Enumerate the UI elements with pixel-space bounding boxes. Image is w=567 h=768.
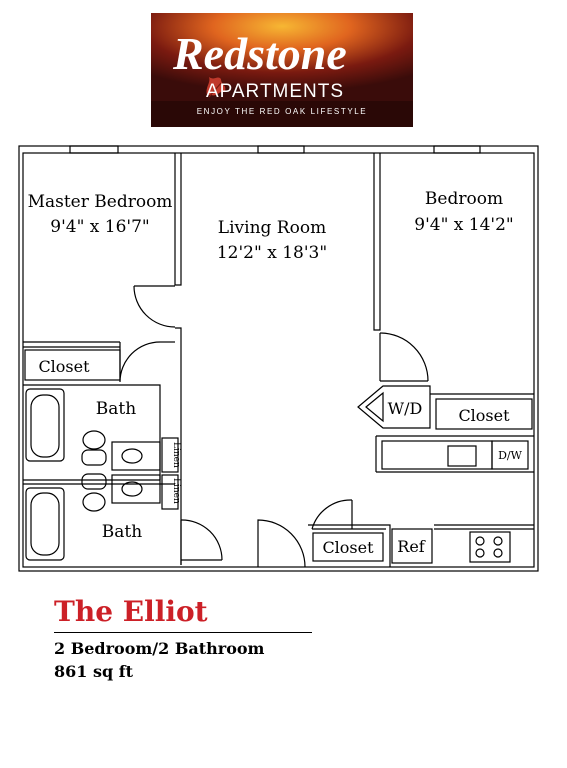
window-bedroom — [433, 145, 481, 154]
sink-top — [111, 441, 161, 471]
toilet-bottom — [82, 492, 106, 512]
logo-brand-text: Redstone — [172, 28, 347, 79]
door-entry-closet — [311, 499, 353, 530]
logo-sunset-glow — [151, 13, 413, 101]
door-bedroom — [379, 332, 429, 382]
redstone-logo: Redstone APARTMENTS ENJOY THE RED OAK LI… — [151, 13, 413, 127]
wall-bath-top — [23, 384, 161, 480]
closet-entry-label: Closet — [322, 538, 374, 557]
closet-entry — [312, 532, 384, 562]
living-room-size: 12'2" x 18'3" — [217, 243, 327, 263]
dishwasher-label: D/W — [498, 449, 523, 462]
kitchen-sink — [447, 445, 477, 467]
wall-bath-divider — [23, 479, 175, 485]
floor-plan-title: The Elliot — [54, 595, 208, 628]
master-bedroom-name: Master Bedroom — [28, 192, 173, 212]
toilet-top — [82, 430, 106, 450]
linen-bottom — [161, 474, 179, 510]
logo-tagline-band — [151, 101, 413, 127]
burner-icon — [475, 536, 485, 546]
master-bedroom-size: 9'4" x 16'7" — [50, 217, 149, 237]
wall-entry-closet — [308, 524, 391, 567]
kitchen-counter — [376, 435, 534, 473]
floor-plan: Master Bedroom 9'4" x 16'7" Living Room … — [18, 145, 539, 572]
door-bath-bottom — [180, 519, 223, 561]
bathtub-top — [25, 388, 65, 462]
washer-dryer-label: W/D — [388, 399, 423, 418]
wall-bedroom-living — [373, 153, 381, 331]
square-footage: 861 sq ft — [54, 662, 134, 681]
closet-bedroom-label: Closet — [458, 406, 510, 425]
window-living — [257, 145, 305, 154]
bath-bottom-label: Bath — [102, 522, 142, 542]
linen-top-label: Linen — [171, 442, 181, 468]
door-master — [133, 285, 176, 328]
bathtub-bottom — [25, 487, 65, 561]
washer-dryer-closet — [357, 385, 431, 429]
title-divider — [54, 632, 312, 633]
bedroom-name: Bedroom — [425, 189, 503, 209]
linen-top — [161, 437, 179, 473]
linen-bottom-label: Linen — [171, 478, 181, 504]
logo-tagline-text: ENJOY THE RED OAK LIFESTYLE — [197, 107, 368, 116]
closet-bedroom — [435, 398, 533, 430]
sink-bottom — [111, 474, 161, 504]
bedroom-size: 9'4" x 14'2" — [414, 215, 513, 235]
oak-leaf-icon — [206, 77, 226, 98]
dishwasher — [491, 440, 529, 470]
door-bath-top — [119, 341, 161, 383]
refrigerator — [391, 528, 433, 564]
closet-master-label: Closet — [38, 357, 90, 376]
wall-master-living — [174, 153, 182, 286]
bed-bath-count: 2 Bedroom/2 Bathroom — [54, 639, 265, 658]
bath-top-label: Bath — [96, 399, 136, 419]
wall-master-living-lower — [175, 327, 182, 565]
window-master — [69, 145, 119, 154]
door-entry — [257, 519, 306, 568]
living-room-name: Living Room — [218, 218, 326, 238]
stove — [469, 531, 511, 563]
logo-subtitle-text: APARTMENTS — [206, 81, 344, 102]
refrigerator-label: Ref — [397, 537, 426, 556]
